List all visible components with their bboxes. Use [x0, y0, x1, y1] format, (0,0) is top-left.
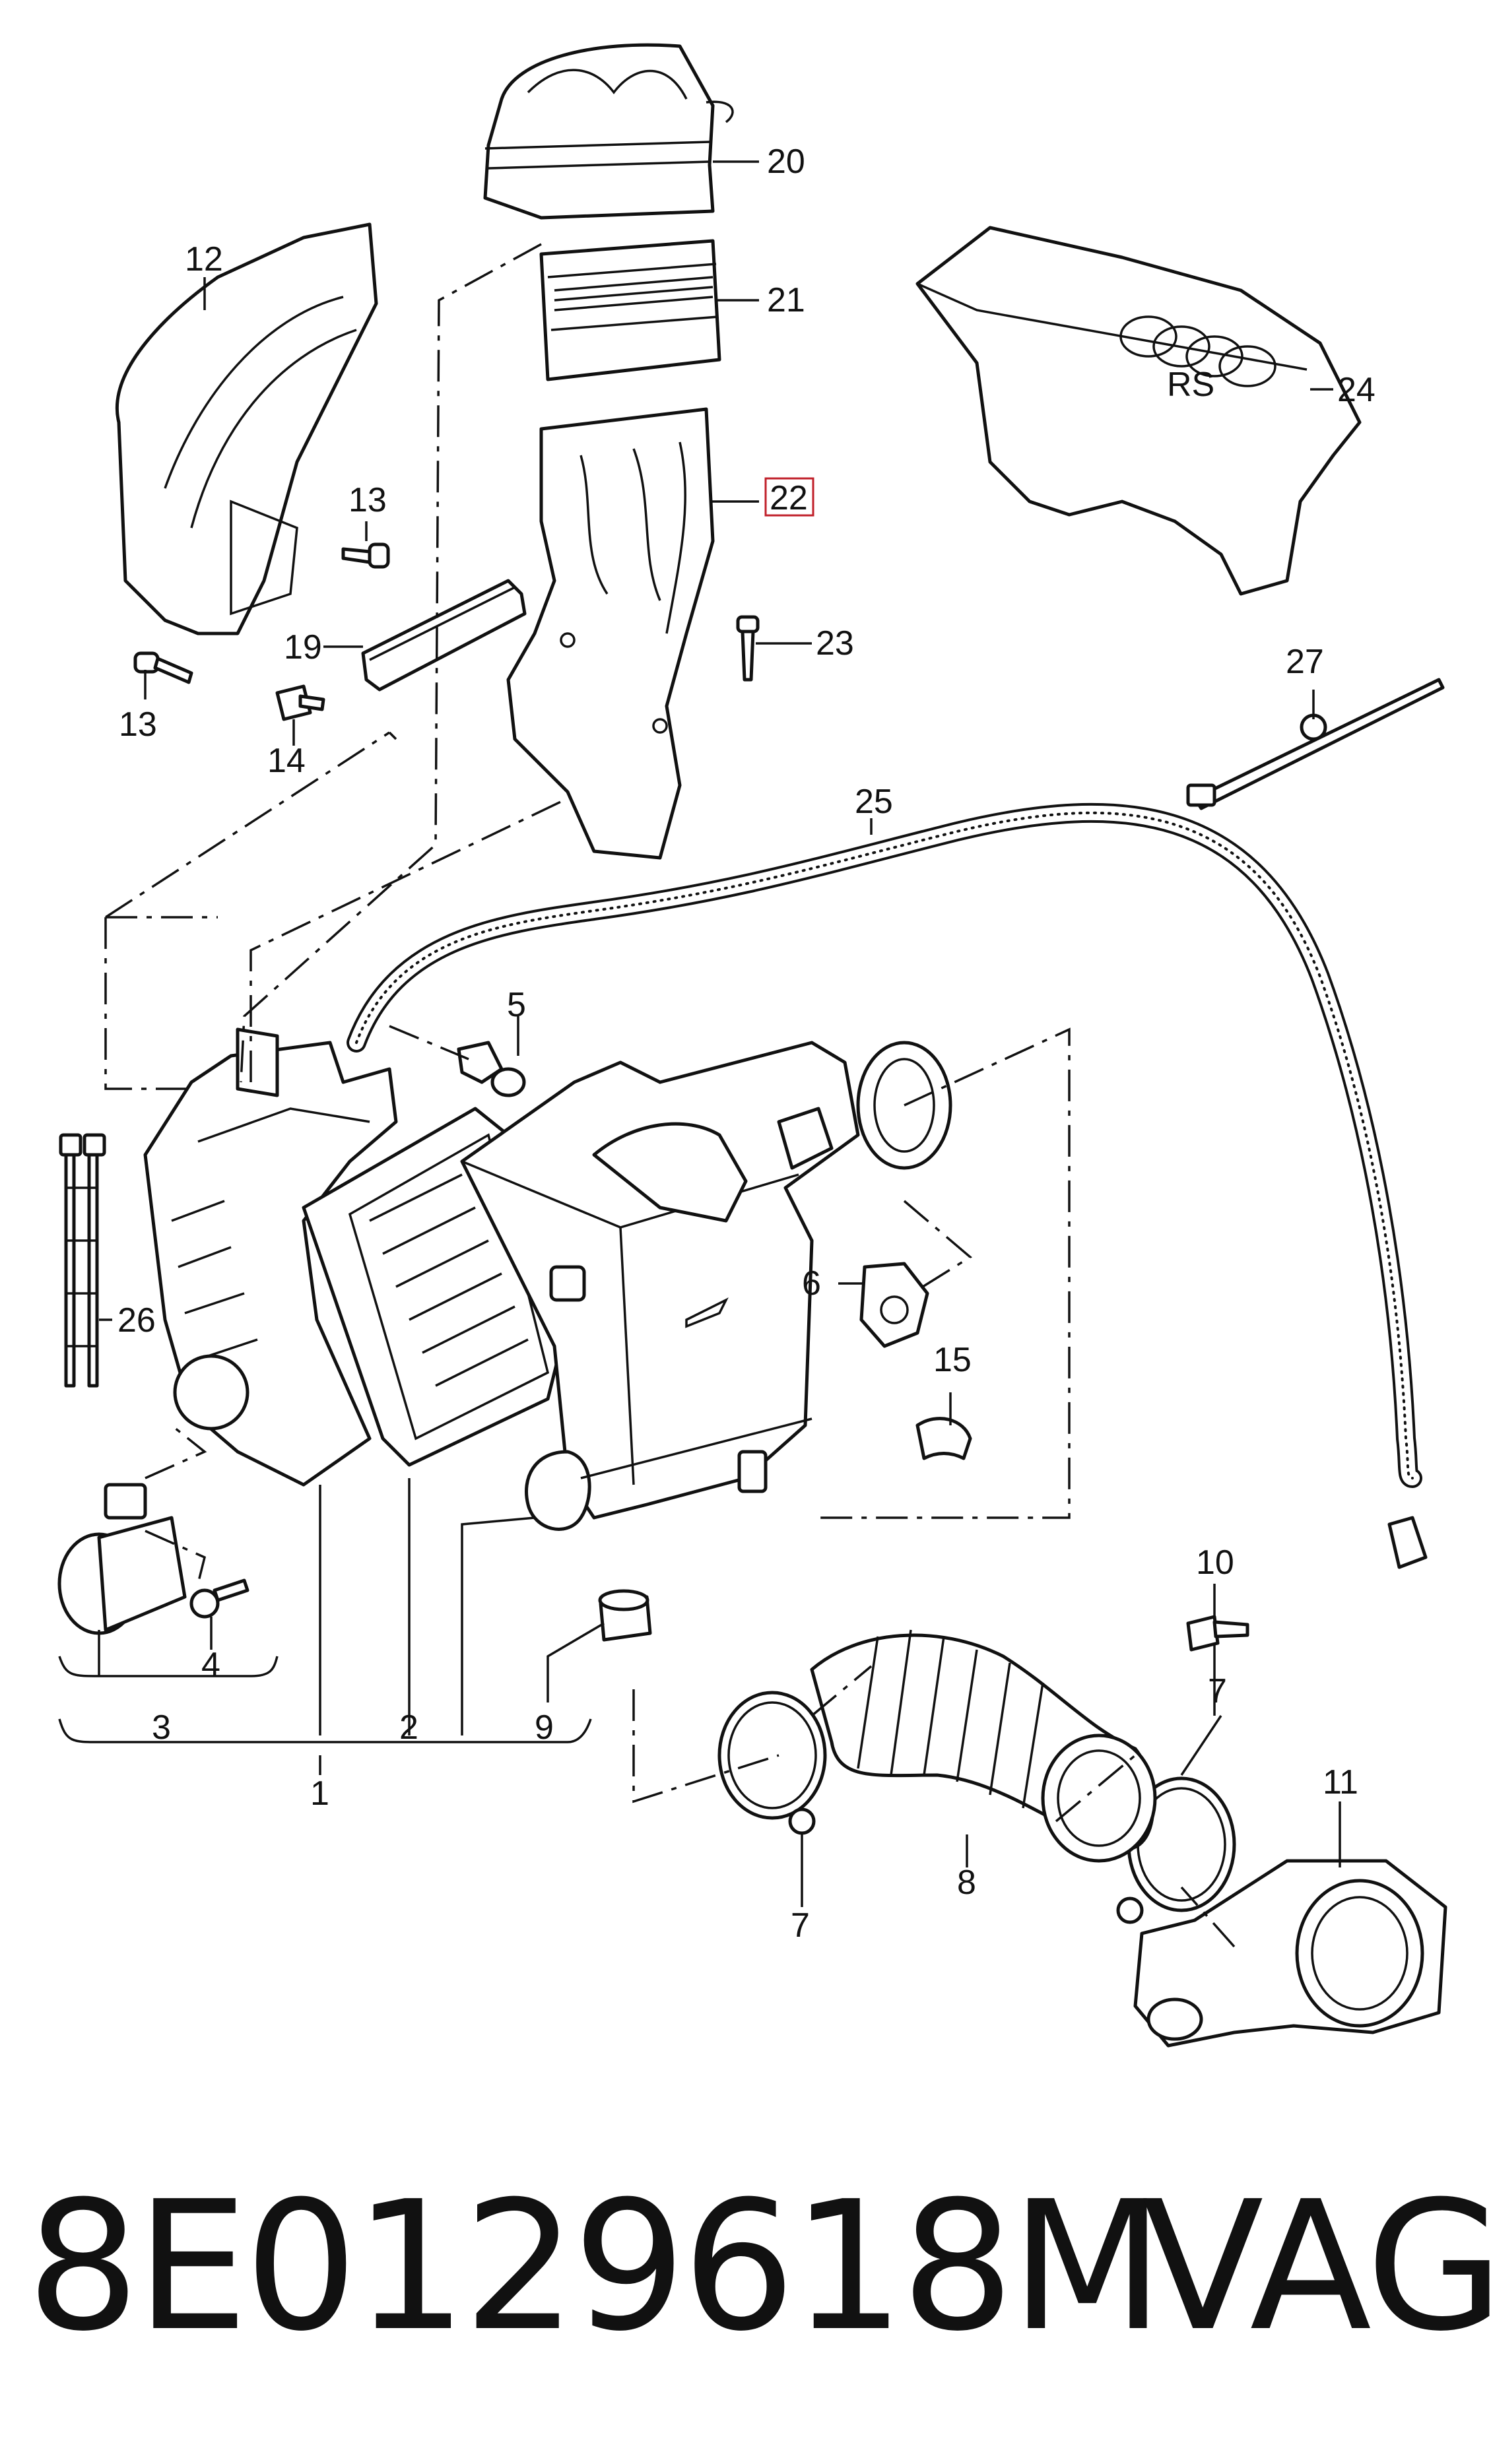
group-brackets: [58, 1656, 592, 1775]
brand-text: VAG: [1142, 2162, 1491, 2370]
part-10-fitting: [1186, 1615, 1249, 1652]
callout-12: 12: [185, 240, 223, 278]
part-15-clip: [915, 1417, 972, 1460]
callout-1: 1: [310, 1774, 329, 1813]
callout-5: 5: [507, 986, 526, 1024]
callout-9: 9: [535, 1708, 554, 1747]
part-24-engine-cover: RS: [915, 226, 1362, 596]
callout-13-upper: 13: [348, 481, 387, 519]
part-7-clamp-left: [717, 1691, 827, 1835]
callout-27: 27: [1286, 643, 1324, 681]
callout-4: 4: [201, 1646, 220, 1684]
part-8-bellows-hose: [810, 1629, 1157, 1863]
callout-6: 6: [802, 1264, 821, 1303]
part-25-sealing-strip: [347, 802, 1428, 1569]
callout-15: 15: [933, 1341, 972, 1379]
callout-22: 22: [770, 479, 808, 517]
part-21-filter-element: [539, 239, 721, 381]
callout-24: 24: [1337, 371, 1375, 409]
callout-labels: 20 21 22 23 24 27 25 12 13 19 13 14 5 6 …: [117, 143, 1375, 1945]
leader-lines: [98, 160, 1341, 1907]
part-13-screw-upper: [341, 542, 390, 569]
callout-7-left: 7: [791, 1906, 810, 1945]
callout-22-highlight: [764, 477, 814, 517]
part-22-intake-duct: [506, 407, 715, 860]
part-23-bolt: [736, 615, 760, 682]
part-11-throttle-body: [1133, 1859, 1447, 2048]
part-12-air-guide: [116, 222, 378, 635]
part-6-sensor: [859, 1262, 929, 1348]
part-20-intake-cover: [483, 43, 734, 220]
part-5-grommet: [457, 1041, 526, 1097]
callout-21: 21: [767, 281, 805, 319]
part-3-sensor-housing: [57, 1483, 187, 1635]
callout-10: 10: [1196, 1543, 1234, 1582]
part-14-clip: [275, 684, 325, 721]
callout-13-lower: 13: [119, 705, 157, 744]
callout-3: 3: [152, 1708, 171, 1747]
assembly-guide-lines: [104, 243, 1236, 1948]
part-4-screw: [189, 1578, 249, 1619]
callout-20: 20: [767, 143, 805, 181]
callout-2: 2: [399, 1708, 418, 1747]
engine-cover-badge: RS: [1167, 366, 1214, 404]
callout-14: 14: [267, 742, 306, 780]
part-27-cable-tie: [1186, 678, 1445, 810]
part-13-screw-lower: [133, 651, 193, 684]
callout-26: 26: [117, 1301, 156, 1340]
part-1-air-filter-housing: [143, 1027, 398, 1487]
part-19-seal: [361, 579, 527, 692]
callout-19: 19: [284, 628, 322, 666]
callout-8: 8: [957, 1864, 976, 1902]
exploded-parts-diagram: RS: [57, 43, 1447, 2048]
callout-7-right: 7: [1208, 1672, 1227, 1710]
callout-25: 25: [855, 783, 893, 821]
callout-23: 23: [816, 624, 854, 663]
part-26-cable-ties: [59, 1133, 106, 1388]
callout-11: 11: [1323, 1763, 1358, 1801]
part-9-grommet: [598, 1589, 652, 1642]
part-number-text: 8E0129618M: [26, 2162, 1164, 2370]
